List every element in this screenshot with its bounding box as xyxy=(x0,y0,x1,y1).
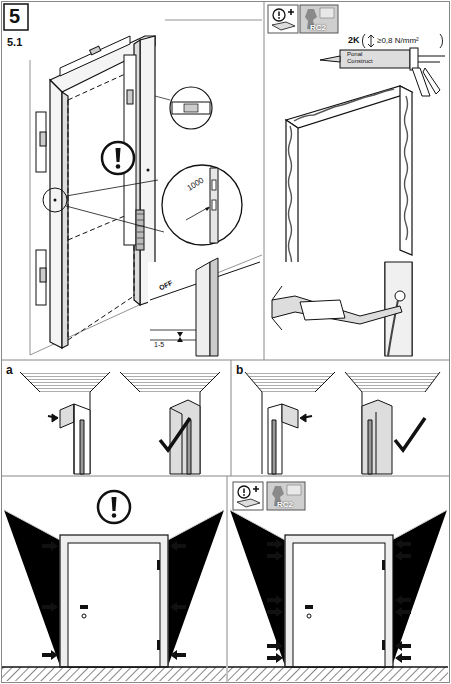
label-text: ≥0,8 N/mm² xyxy=(377,37,419,46)
pressure-arrow xyxy=(267,653,283,663)
pressure-arrow xyxy=(395,595,411,605)
pressure-arrow xyxy=(42,541,58,551)
pressure-arrow xyxy=(395,539,411,549)
label-text: 2K xyxy=(348,36,360,46)
pressure-arrow xyxy=(42,650,58,660)
label-text: a xyxy=(6,364,13,377)
label-text: Ponal Construct xyxy=(347,51,387,64)
pressure-arrow xyxy=(170,650,186,660)
pressure-arrow xyxy=(170,541,186,551)
pressure-arrow xyxy=(170,602,186,612)
pressure-arrow xyxy=(267,551,283,561)
label-text: b xyxy=(236,364,243,377)
pressure-arrow xyxy=(395,641,411,651)
pressure-arrow xyxy=(267,641,283,651)
pressure-arrow xyxy=(395,607,411,617)
pressure-arrow xyxy=(267,539,283,549)
pressure-arrow xyxy=(42,602,58,612)
label-text: 5.1 xyxy=(7,36,22,48)
pressure-arrow xyxy=(267,595,283,605)
pressure-arrow xyxy=(267,607,283,617)
label-text: 1-5 xyxy=(154,341,164,349)
step-number: 5 xyxy=(9,5,20,27)
pressure-arrow xyxy=(395,551,411,561)
label-text: RC2 xyxy=(310,24,326,33)
pressure-arrow xyxy=(395,653,411,663)
label-text: RC2 xyxy=(277,501,293,510)
